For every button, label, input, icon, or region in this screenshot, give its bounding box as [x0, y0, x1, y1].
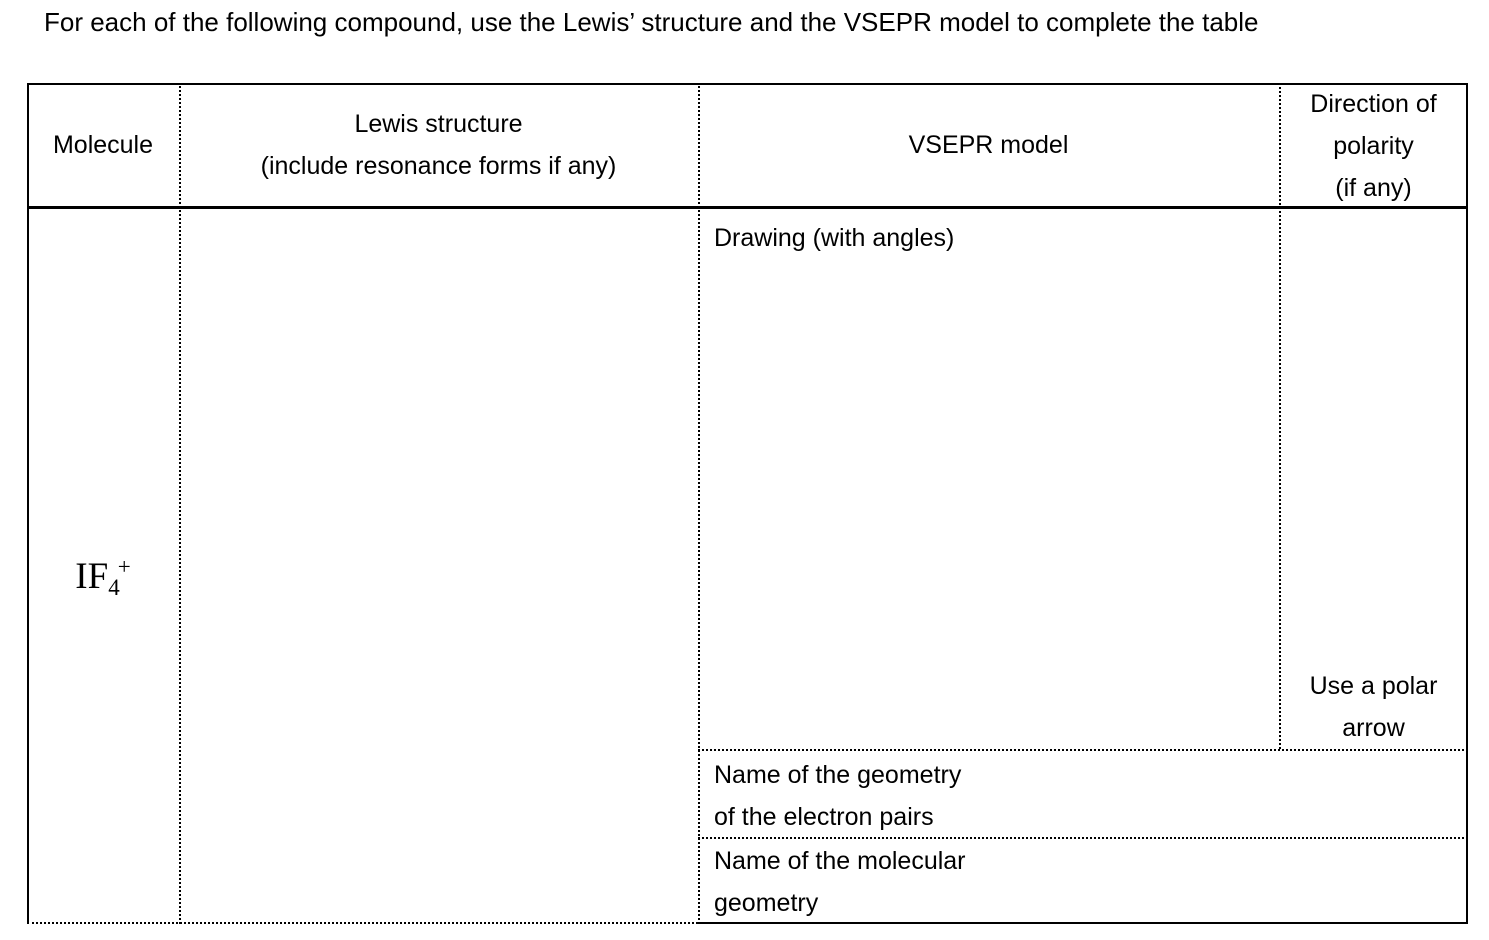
- table-bottom-border-dotted: [27, 922, 698, 924]
- table-bottom-border-solid: [698, 922, 1468, 924]
- table-right-border: [1466, 83, 1468, 924]
- column-header-direction-of-polarity: Direction of polarity (if any): [1279, 83, 1468, 208]
- polarity-note: Use a polar arrow: [1310, 665, 1438, 749]
- column-header-lewis-structure: Lewis structure (include resonance forms…: [179, 83, 698, 206]
- molecule-cell: IF4+: [27, 209, 179, 924]
- molecule-formula-superscript: +: [117, 553, 131, 579]
- divider-molecule-lewis: [179, 83, 181, 924]
- molecule-formula-base: IF: [75, 555, 109, 597]
- header-underline: [27, 206, 1468, 209]
- polarity-note-line2: arrow: [1342, 714, 1405, 742]
- molecule-formula: IF4+: [75, 553, 131, 600]
- lewis-header-line2: (include resonance forms if any): [260, 151, 617, 180]
- direction-header-line2: polarity: [1333, 131, 1414, 160]
- polarity-note-line1: Use a polar: [1309, 672, 1438, 700]
- worksheet-table: Molecule Lewis structure (include resona…: [27, 83, 1468, 924]
- row-line-electron-geometry: [698, 749, 1468, 751]
- row-line-molecular-geometry: [698, 837, 1468, 839]
- direction-header-line3: (if any): [1335, 173, 1412, 202]
- divider-vsepr-direction: [1279, 83, 1281, 749]
- lewis-header-line1: Lewis structure: [354, 109, 523, 138]
- molecule-formula-subscript: 4: [108, 574, 120, 600]
- polarity-answer-cell: Use a polar arrow: [1279, 209, 1468, 749]
- molecular-geometry-label-line2: geometry: [714, 889, 819, 917]
- table-top-border: [27, 83, 1468, 85]
- electron-geometry-label-line2: of the electron pairs: [714, 803, 934, 831]
- vsepr-drawing-cell: Drawing (with angles): [698, 209, 1279, 749]
- direction-header-line1: Direction of: [1310, 89, 1437, 118]
- vsepr-drawing-label: Drawing (with angles): [714, 224, 955, 252]
- electron-geometry-label-line1: Name of the geometry: [714, 761, 962, 789]
- molecular-geometry-label-line1: Name of the molecular: [714, 847, 966, 875]
- table-left-border: [27, 83, 29, 924]
- lewis-structure-answer-cell: [179, 209, 698, 924]
- page-title: For each of the following compound, use …: [44, 7, 1259, 37]
- electron-geometry-row: Name of the geometry of the electron pai…: [698, 749, 1468, 837]
- molecular-geometry-row: Name of the molecular geometry: [698, 837, 1468, 924]
- column-header-vsepr-model: VSEPR model: [908, 130, 1069, 159]
- divider-lewis-vsepr: [698, 83, 700, 924]
- column-header-molecule: Molecule: [52, 130, 154, 159]
